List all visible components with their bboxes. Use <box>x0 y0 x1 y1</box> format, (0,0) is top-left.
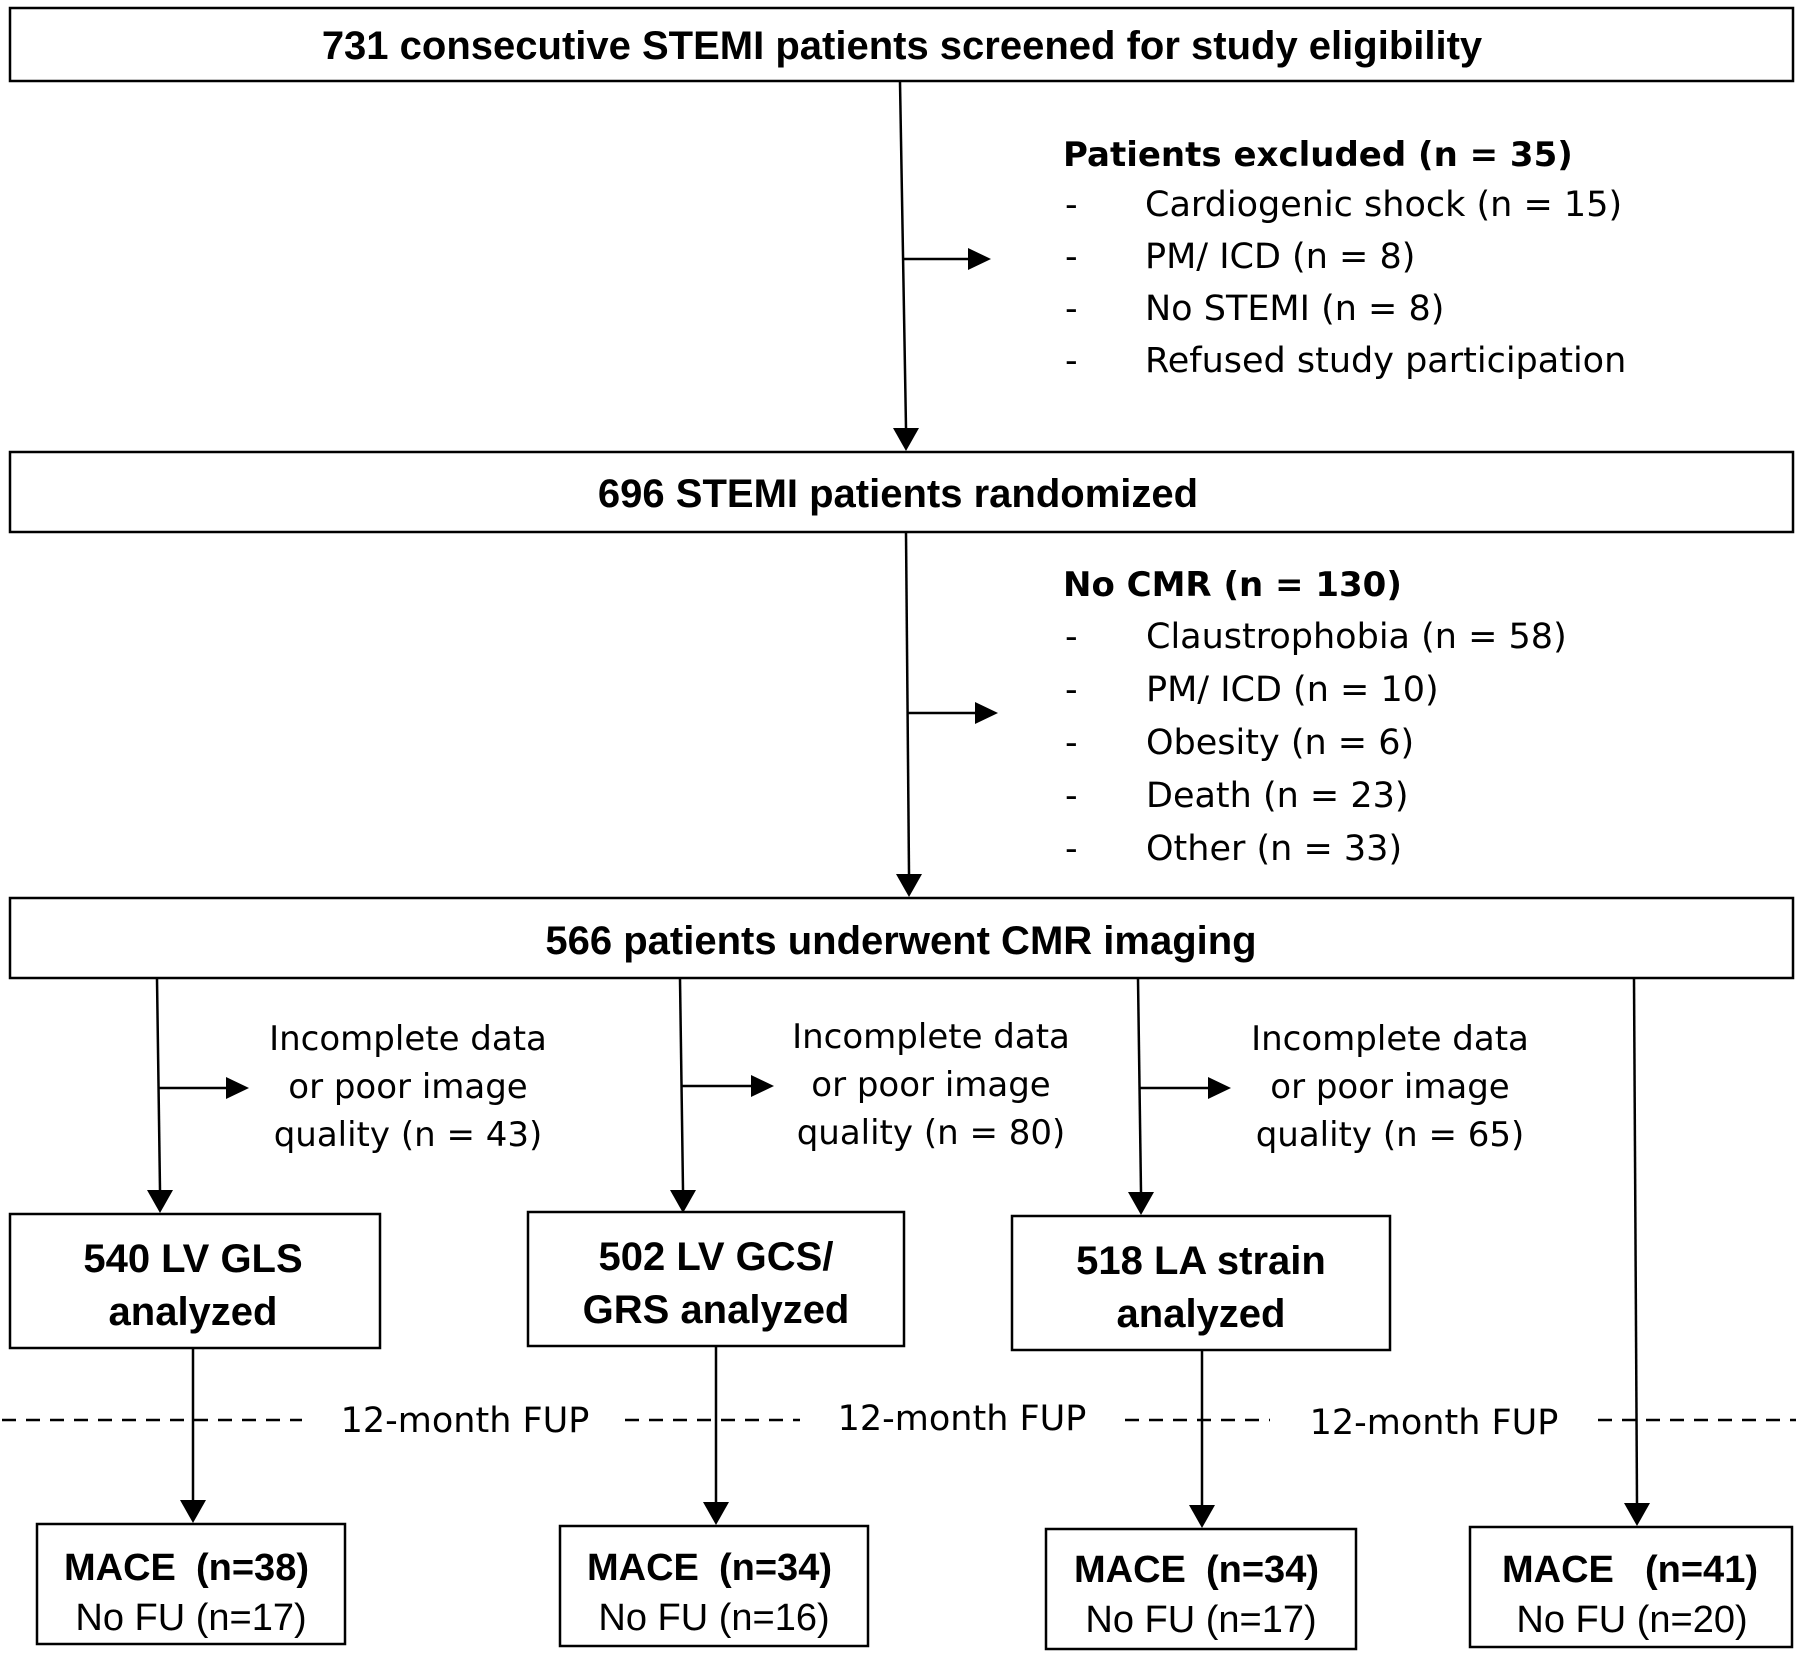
screening-box <box>8 6 1795 83</box>
list-bullet: - <box>1065 341 1078 381</box>
connector-line <box>1632 978 1639 1504</box>
list-item: Obesity (n = 6) <box>1146 723 1414 763</box>
connector-line <box>898 81 908 429</box>
incomplete-line: Incomplete data <box>269 1019 547 1059</box>
incomplete-note: Incomplete data or poor image quality (n… <box>1251 1019 1529 1155</box>
randomized-box <box>8 450 1795 534</box>
exclusion1-title: Patients excluded (n = 35) <box>1063 135 1573 175</box>
mace-count: (n=34) <box>1206 1549 1319 1591</box>
list-bullet: - <box>1065 829 1078 869</box>
mace-count: (n=34) <box>719 1547 832 1589</box>
exclusion1-list: - Cardiogenic shock (n = 15) - PM/ ICD (… <box>1065 185 1626 381</box>
screening-title: 731 consecutive STEMI patients screened … <box>322 24 1483 68</box>
followup-label: 12-month FUP <box>341 1401 590 1441</box>
analyzed-line: analyzed <box>109 1290 278 1334</box>
arrowhead <box>751 1075 774 1097</box>
list-bullet: - <box>1065 670 1078 710</box>
incomplete-line: Incomplete data <box>792 1017 1070 1057</box>
list-item: Cardiogenic shock (n = 15) <box>1145 185 1622 225</box>
followup-divider: 12-month FUP 12-month FUP 12-month FUP <box>2 1399 1796 1443</box>
incomplete-line: quality (n = 65) <box>1256 1115 1525 1155</box>
outcome-box <box>1468 1525 1794 1649</box>
list-bullet: - <box>1065 723 1078 763</box>
arrowhead <box>1208 1077 1231 1099</box>
analyzed-line: 502 LV GCS/ <box>599 1235 834 1279</box>
incomplete-note: Incomplete data or poor image quality (n… <box>792 1017 1070 1153</box>
arrowhead <box>975 702 998 724</box>
list-bullet: - <box>1065 617 1078 657</box>
connector-line <box>1136 978 1143 1193</box>
list-bullet: - <box>1065 237 1078 277</box>
list-bullet: - <box>1065 289 1078 329</box>
incomplete-line: or poor image <box>811 1065 1050 1105</box>
mace-label: MACE <box>1502 1549 1614 1591</box>
followup-label: 12-month FUP <box>838 1399 1087 1439</box>
arrowhead <box>703 1502 729 1525</box>
arrowhead <box>968 248 991 270</box>
mace-count: (n=38) <box>196 1547 309 1589</box>
outcome-box <box>558 1524 870 1648</box>
no-fu-count: No FU (n=16) <box>598 1597 829 1639</box>
connector-line <box>678 978 685 1191</box>
arrowhead <box>1624 1503 1650 1526</box>
list-item: Other (n = 33) <box>1146 829 1402 869</box>
arrowhead <box>147 1190 173 1213</box>
analyzed-line: analyzed <box>1117 1292 1286 1336</box>
connector-line <box>904 532 911 875</box>
incomplete-line: or poor image <box>1270 1067 1509 1107</box>
list-item: PM/ ICD (n = 8) <box>1145 237 1415 277</box>
analyzed-box <box>8 1212 382 1350</box>
list-bullet: - <box>1065 776 1078 816</box>
arrowhead <box>893 428 919 451</box>
mace-label: MACE <box>64 1547 176 1589</box>
list-item: PM/ ICD (n = 10) <box>1146 670 1439 710</box>
arrowhead <box>1189 1505 1215 1528</box>
outcome-box <box>35 1522 347 1646</box>
incomplete-line: Incomplete data <box>1251 1019 1529 1059</box>
exclusion2-list: - Claustrophobia (n = 58) - PM/ ICD (n =… <box>1065 617 1567 869</box>
connector-line <box>155 978 162 1191</box>
arrowhead <box>226 1077 249 1099</box>
list-item: Refused study participation <box>1145 341 1626 381</box>
list-bullet: - <box>1065 185 1078 225</box>
mace-label: MACE <box>587 1547 699 1589</box>
arrowhead <box>1128 1192 1154 1215</box>
analyzed-box <box>526 1210 906 1348</box>
list-item: Claustrophobia (n = 58) <box>1146 617 1567 657</box>
analyzed-line: 540 LV GLS <box>83 1237 302 1281</box>
arrowhead <box>896 874 922 897</box>
no-fu-count: No FU (n=17) <box>75 1597 306 1639</box>
exclusion2-title: No CMR (n = 130) <box>1063 565 1402 605</box>
arrowhead <box>670 1190 696 1213</box>
arrowhead <box>180 1500 206 1523</box>
incomplete-note: Incomplete data or poor image quality (n… <box>269 1019 547 1155</box>
cmr-title: 566 patients underwent CMR imaging <box>545 919 1256 963</box>
followup-label: 12-month FUP <box>1310 1403 1559 1443</box>
analyzed-line: GRS analyzed <box>583 1288 850 1332</box>
incomplete-line: or poor image <box>288 1067 527 1107</box>
incomplete-line: quality (n = 43) <box>274 1115 543 1155</box>
outcome-box <box>1044 1527 1358 1651</box>
mace-label: MACE <box>1074 1549 1186 1591</box>
list-item: No STEMI (n = 8) <box>1145 289 1444 329</box>
randomized-title: 696 STEMI patients randomized <box>598 472 1198 516</box>
no-fu-count: No FU (n=20) <box>1516 1599 1747 1641</box>
incomplete-line: quality (n = 80) <box>797 1113 1066 1153</box>
cmr-box <box>8 896 1795 980</box>
mace-count: (n=41) <box>1645 1549 1758 1591</box>
list-item: Death (n = 23) <box>1146 776 1409 816</box>
analyzed-box <box>1010 1214 1392 1352</box>
analyzed-line: 518 LA strain <box>1076 1239 1326 1283</box>
no-fu-count: No FU (n=17) <box>1085 1599 1316 1641</box>
